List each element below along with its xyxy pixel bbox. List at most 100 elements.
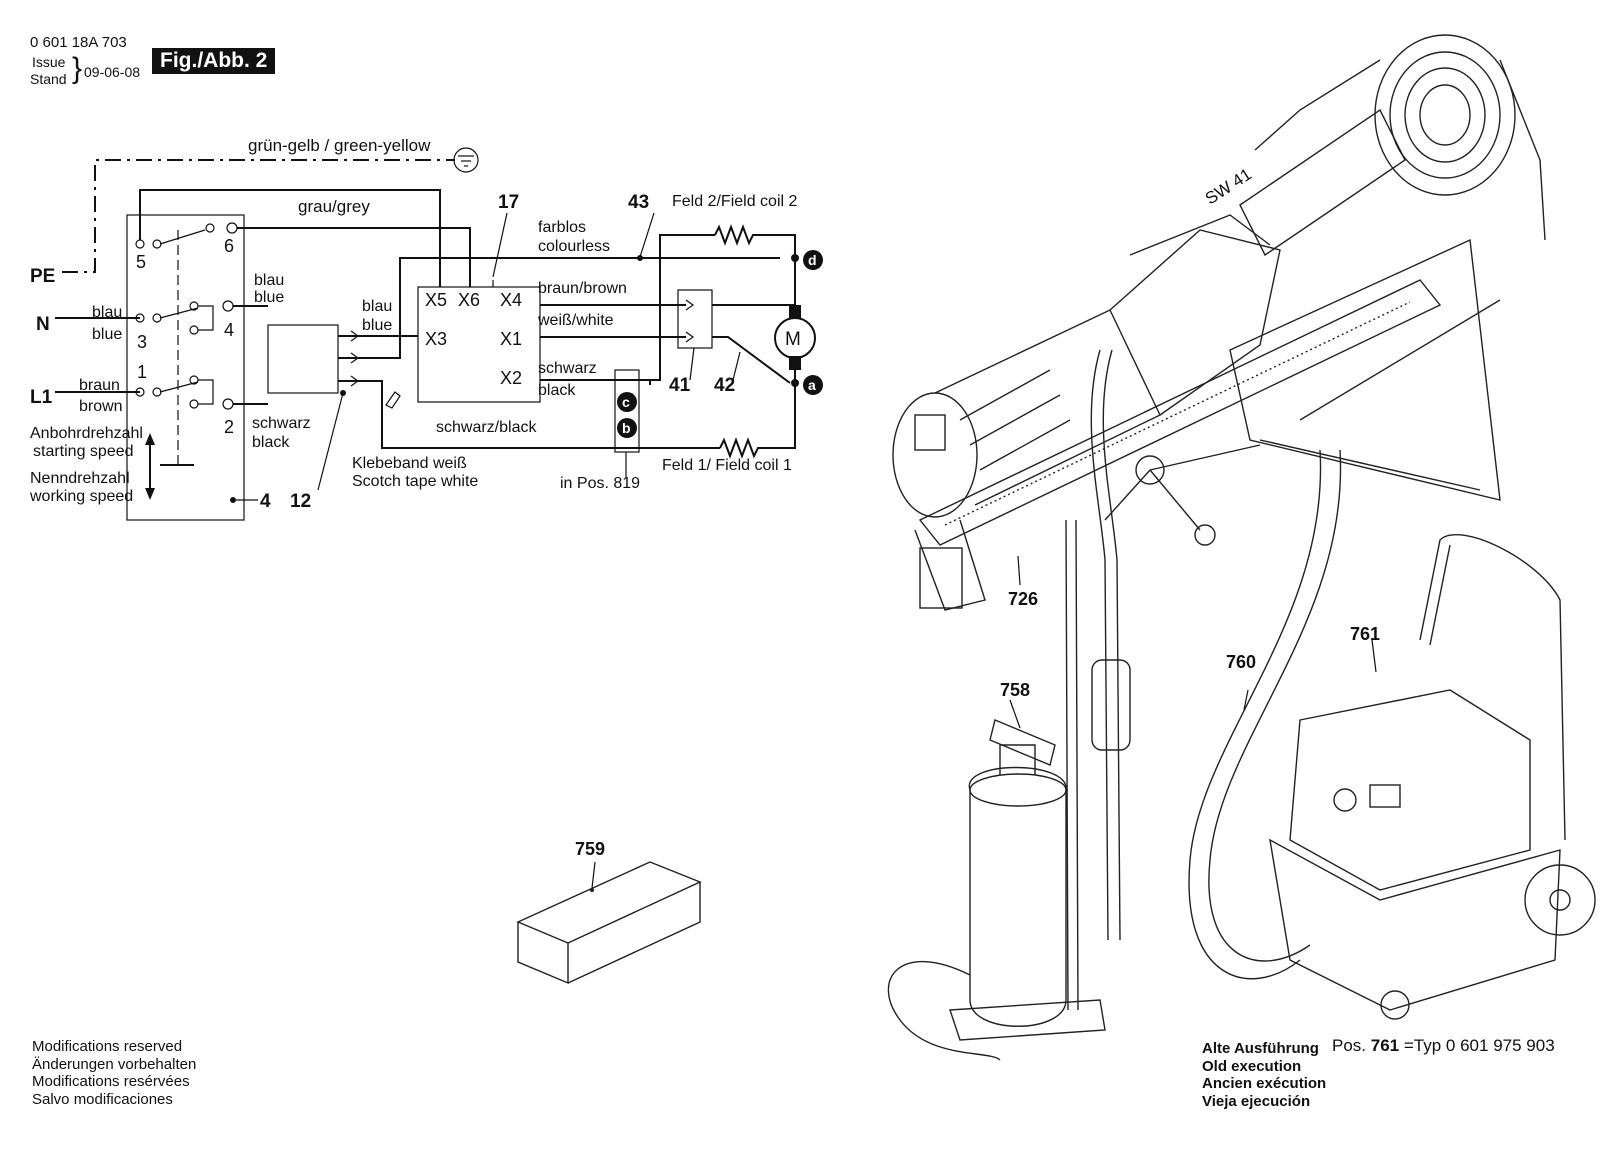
- speed-arrow-down: [145, 488, 155, 500]
- ref-43: 43: [628, 192, 649, 213]
- node-d: [791, 254, 799, 262]
- block-759: [516, 861, 702, 985]
- contact-3a: [135, 313, 145, 323]
- terminal-a-badge: [803, 375, 823, 395]
- modification-notes: Modifications reserved Änderungen vorbeh…: [32, 1038, 196, 1108]
- sw-5: 5: [136, 252, 146, 272]
- farblos-label: farblos: [538, 219, 586, 236]
- in-pos-819: in Pos. 819: [560, 475, 640, 492]
- water-hose: [1065, 349, 1131, 1011]
- wire4-blau: blau: [254, 272, 284, 289]
- ref-4: 4: [260, 491, 271, 512]
- old-exec-en: Old execution: [1202, 1057, 1302, 1075]
- note-fr: Modifications resérvées: [32, 1073, 190, 1090]
- part-760: 760: [1226, 652, 1256, 672]
- ground-symbol: [453, 147, 479, 173]
- module-12: [267, 324, 339, 394]
- terminal-d-badge: [803, 250, 823, 270]
- terminal-b: b: [622, 420, 631, 436]
- l1-braun: braun: [79, 377, 120, 394]
- contact-4c: [222, 300, 234, 312]
- wires-x4-x1: [540, 304, 686, 338]
- contact-1a: [135, 387, 145, 397]
- bottom-wire-label: schwarz/black: [436, 419, 537, 436]
- column: [1239, 108, 1406, 257]
- wire-x6: [237, 227, 471, 287]
- node-4: [230, 497, 236, 503]
- module-12-outputs: [338, 335, 358, 382]
- sw-3: 3: [137, 332, 147, 352]
- node-43: [637, 255, 643, 261]
- contact-6a: [205, 223, 215, 233]
- figure-label: Fig./Abb. 2: [152, 48, 276, 74]
- n-blue: blue: [92, 326, 122, 343]
- old-exec-de: Alte Ausführung: [1202, 1040, 1319, 1057]
- frame-struts: [1259, 299, 1501, 491]
- stand-frame: [1229, 238, 1501, 501]
- ground-wire: [62, 159, 455, 273]
- terminal-c: c: [622, 394, 630, 410]
- sw-6: 6: [224, 236, 234, 256]
- contact-4b: [189, 325, 199, 335]
- x2-black: black: [538, 382, 576, 399]
- issue-brace: }: [72, 52, 83, 85]
- brush-bottom: [789, 356, 801, 370]
- sw-4: 4: [224, 320, 234, 340]
- l1-label: L1: [30, 387, 53, 408]
- pos-number: 761: [1370, 1036, 1400, 1055]
- wire-42: [712, 336, 791, 384]
- ref-17: 17: [498, 192, 519, 213]
- wire2-schwarz: schwarz: [252, 415, 311, 432]
- x4-wire-label: braun/brown: [538, 280, 627, 297]
- wire2-black: black: [252, 434, 290, 451]
- contact-1b: [152, 387, 162, 397]
- old-exec-fr: Ancien exécution: [1202, 1075, 1327, 1092]
- terminal-x3: X3: [425, 329, 447, 349]
- contact-3b: [152, 313, 162, 323]
- wire-schwarz-black: [358, 380, 720, 449]
- speed-arrow-up: [145, 433, 155, 445]
- part-761: 761: [1350, 624, 1380, 644]
- leader-43: [639, 212, 655, 258]
- connector-41: [677, 289, 713, 349]
- contact-5b: [152, 239, 162, 249]
- leader-12: [317, 392, 344, 491]
- terminal-x5: X5: [425, 290, 447, 310]
- pe-label: PE: [30, 266, 55, 287]
- scotch-tape: [385, 391, 401, 409]
- terminal-x4: X4: [500, 290, 522, 310]
- node-a: [791, 379, 799, 387]
- terminal-x1: X1: [500, 329, 522, 349]
- grey-wire-label: grau/grey: [298, 197, 370, 216]
- x3-blue: blue: [362, 317, 392, 334]
- terminal-b-badge: [617, 418, 637, 438]
- sw-2: 2: [224, 417, 234, 437]
- leader-41: [689, 347, 695, 381]
- vacuum-hose-760: [1188, 449, 1342, 980]
- wire-top-right: [358, 257, 780, 359]
- field-coil-1-label: Feld 1/ Field coil 1: [662, 457, 792, 474]
- part-number: 0 601 18A 703: [30, 34, 127, 51]
- grey-wire: [139, 189, 441, 287]
- issue-date: 09-06-08: [84, 64, 141, 80]
- terminal-x2: X2: [500, 368, 522, 388]
- n-blau: blau: [92, 304, 122, 321]
- part-758: 758: [1000, 680, 1030, 700]
- terminal-d: d: [808, 252, 817, 268]
- contact-6b: [226, 222, 238, 234]
- drill-motor: [892, 214, 1281, 518]
- connector-41-arrows: [685, 299, 695, 343]
- n-label: N: [36, 314, 50, 335]
- wiring-schematic: grün-gelb / green-yellow grau/grey PE N …: [29, 136, 823, 521]
- x3-blau: blau: [362, 298, 392, 315]
- contact-2c: [222, 398, 234, 410]
- old-execution-note: Alte Ausführung Old execution Ancien exé…: [1202, 1040, 1326, 1110]
- bridge-4: [198, 305, 214, 331]
- part-sw41: SW 41: [1202, 165, 1255, 209]
- field-coil-1: [719, 383, 796, 459]
- contact-2b: [189, 399, 199, 409]
- tape-en: Scotch tape white: [352, 473, 478, 490]
- issue-label: Issue: [32, 54, 66, 70]
- note-en: Modifications reserved: [32, 1038, 183, 1055]
